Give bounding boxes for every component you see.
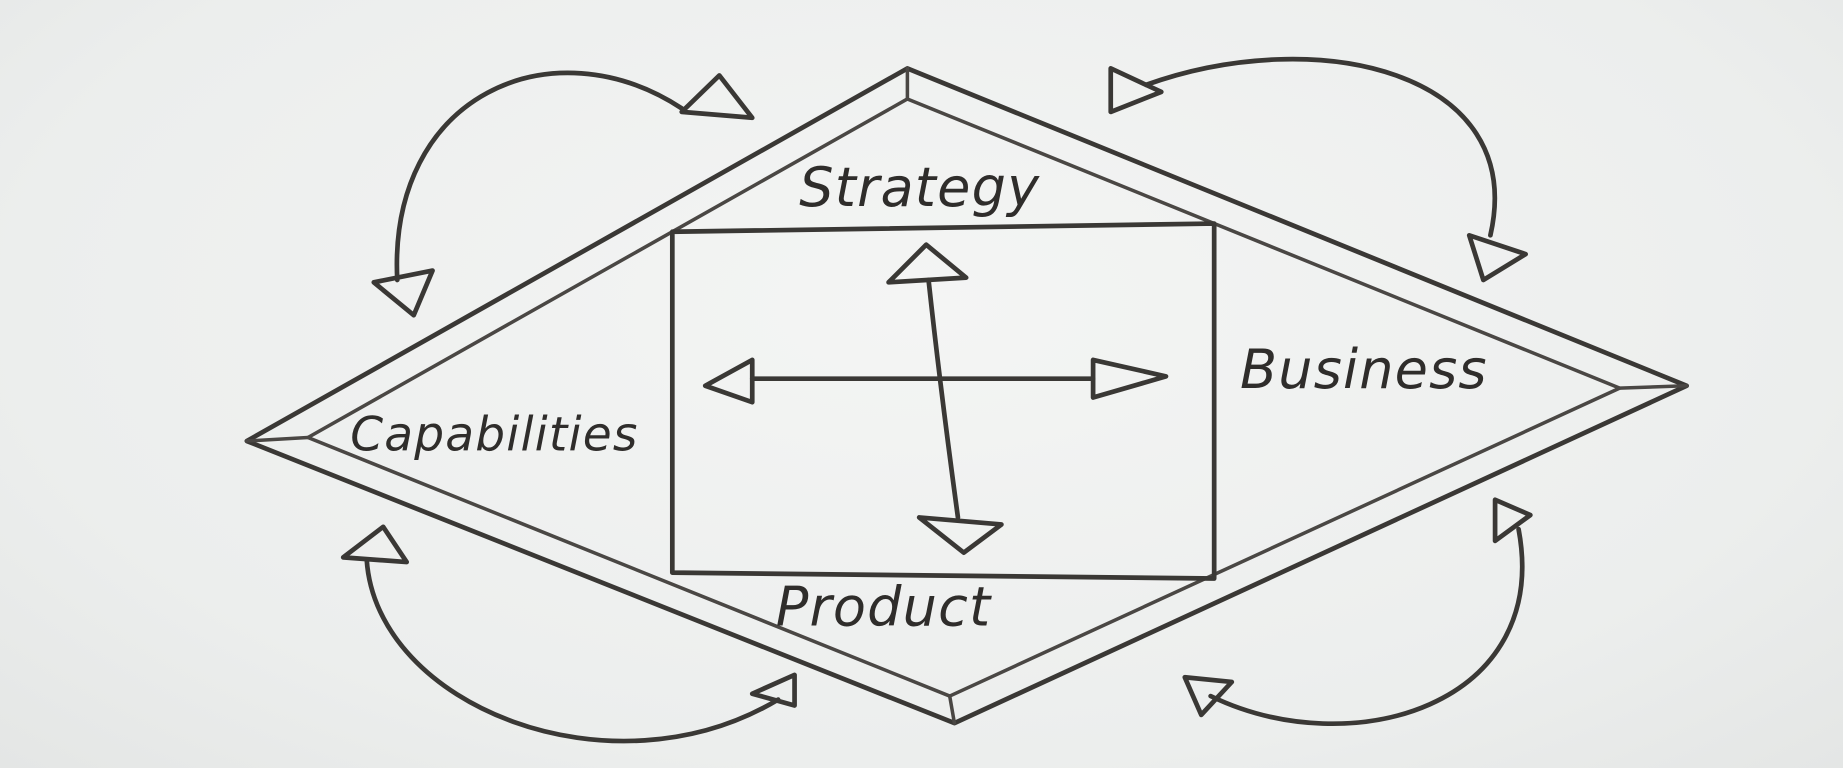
horizontal-double-arrow	[702, 357, 1169, 405]
label-strategy: Strategy	[799, 156, 1040, 219]
center-rectangle	[669, 221, 1217, 581]
curved-arrow-bottom-right	[1182, 497, 1533, 726]
label-business: Business	[1240, 338, 1488, 401]
label-product: Product	[776, 576, 992, 639]
label-capabilities: Capabilities	[350, 407, 638, 462]
vertical-double-arrow	[886, 242, 1004, 556]
curved-arrow-top-left	[371, 70, 755, 318]
outer-diamond	[244, 66, 1690, 726]
curved-arrow-top-right	[1108, 56, 1528, 283]
curved-arrow-bottom-left	[340, 524, 797, 744]
